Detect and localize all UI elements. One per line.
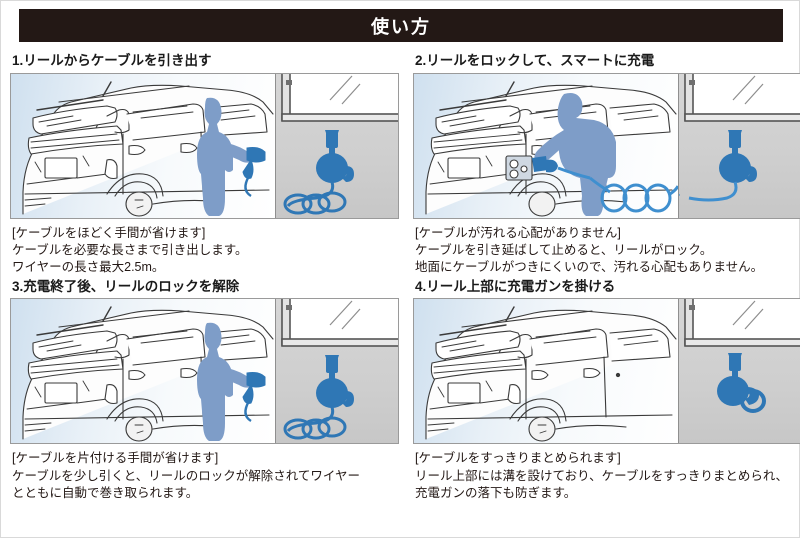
step-3-caption-line-1: ケーブルを少し引くと、リールのロックが解除されてワイヤー [12, 468, 361, 483]
step-3-caption-line-2: とともに自動で巻き取られます。 [12, 485, 199, 500]
wall-scene-3 [275, 299, 398, 444]
step-4-caption: [ケーブルをすっきりまとめられます] リール上部には溝を設けており、ケーブルをす… [415, 450, 800, 502]
step-1: 1.リールからケーブルを引き出す [10, 51, 407, 277]
wall-scene-2 [678, 73, 800, 218]
step-2-caption: [ケーブルが汚れる心配がありません] ケーブルを引き延ばして止めると、リールがロ… [415, 225, 800, 277]
step-4-caption-line-2: 充電ガンの落下も防ぎます。 [415, 485, 577, 500]
step-1-caption-lead: [ケーブルをほどく手間が省けます] [12, 225, 206, 240]
step-1-title: 1.リールからケーブルを引き出す [12, 53, 212, 68]
person-silhouette-standing-icon [197, 97, 253, 216]
step-3: 3.充電終了後、リールのロックを解除 [10, 277, 407, 503]
outdoor-scene-3 [11, 299, 275, 444]
window-frame-icon [684, 73, 800, 122]
outdoor-scene-1 [11, 73, 275, 218]
cable-reel-unit-locked-icon [679, 129, 757, 202]
page-header-bar: 使い方 [19, 9, 783, 42]
cable-reel-unit-icon [283, 355, 354, 440]
cable-reel-unit-icon [283, 129, 354, 215]
outdoor-scene-2 [414, 73, 678, 218]
stretched-cable-loops-icon [589, 176, 678, 213]
reel-with-gun-stowed-icon [717, 353, 766, 414]
how-to-use-page: 使い方 1.リールからケーブルを引き出す [1, 9, 800, 547]
window-frame-icon [684, 299, 800, 348]
step-1-illustration [10, 72, 399, 219]
step-1-caption-line-2: ワイヤーの長さ最大2.5m。 [12, 260, 165, 275]
page-title: 使い方 [371, 16, 431, 37]
wall-scene-4 [678, 299, 800, 444]
step-3-title: 3.充電終了後、リールのロックを解除 [12, 278, 240, 294]
steps-grid: 1.リールからケーブルを引き出す [10, 51, 800, 503]
step-2-illustration [413, 72, 800, 219]
charge-gun-in-hand-icon [242, 146, 266, 197]
charge-port-open-icon [505, 155, 533, 181]
step-1-caption: [ケーブルをほどく手間が省けます] ケーブルを必要な長さまで引き出します。 ワイ… [12, 225, 407, 277]
step-2-title: 2.リールをロックして、スマートに充電 [415, 53, 655, 68]
step-4-caption-line-1: リール上部には溝を設けており、ケーブルをすっきりまとめられ、 [415, 468, 789, 483]
step-4-title: 4.リール上部に充電ガンを掛ける [415, 278, 616, 294]
step-4: 4.リール上部に充電ガンを掛ける [413, 277, 800, 503]
charge-gun-in-hand-icon [242, 372, 266, 423]
window-frame-icon [281, 73, 398, 122]
wall-scene-1 [275, 73, 398, 218]
step-4-illustration [413, 298, 800, 445]
car-line-drawing-icon [22, 306, 274, 442]
car-line-drawing-icon [425, 306, 677, 442]
step-3-caption: [ケーブルを片付ける手間が省けます] ケーブルを少し引くと、リールのロックが解除… [12, 450, 407, 502]
step-2: 2.リールをロックして、スマートに充電 [413, 51, 800, 277]
window-frame-icon [281, 299, 398, 348]
person-silhouette-standing-icon [197, 323, 253, 442]
step-2-caption-lead: [ケーブルが汚れる心配がありません] [415, 225, 621, 240]
step-2-caption-line-1: ケーブルを引き延ばして止めると、リールがロック。 [415, 243, 713, 258]
step-1-caption-line-1: ケーブルを必要な長さまで引き出します。 [12, 243, 248, 258]
step-2-caption-line-2: 地面にケーブルがつきにくいので、汚れる心配もありません。 [415, 260, 764, 275]
step-3-caption-lead: [ケーブルを片付ける手間が省けます] [12, 451, 219, 466]
step-3-illustration [10, 298, 399, 445]
charge-gun-connected-icon [532, 155, 591, 180]
outdoor-scene-4 [414, 299, 678, 444]
step-4-caption-lead: [ケーブルをすっきりまとめられます] [415, 451, 621, 466]
